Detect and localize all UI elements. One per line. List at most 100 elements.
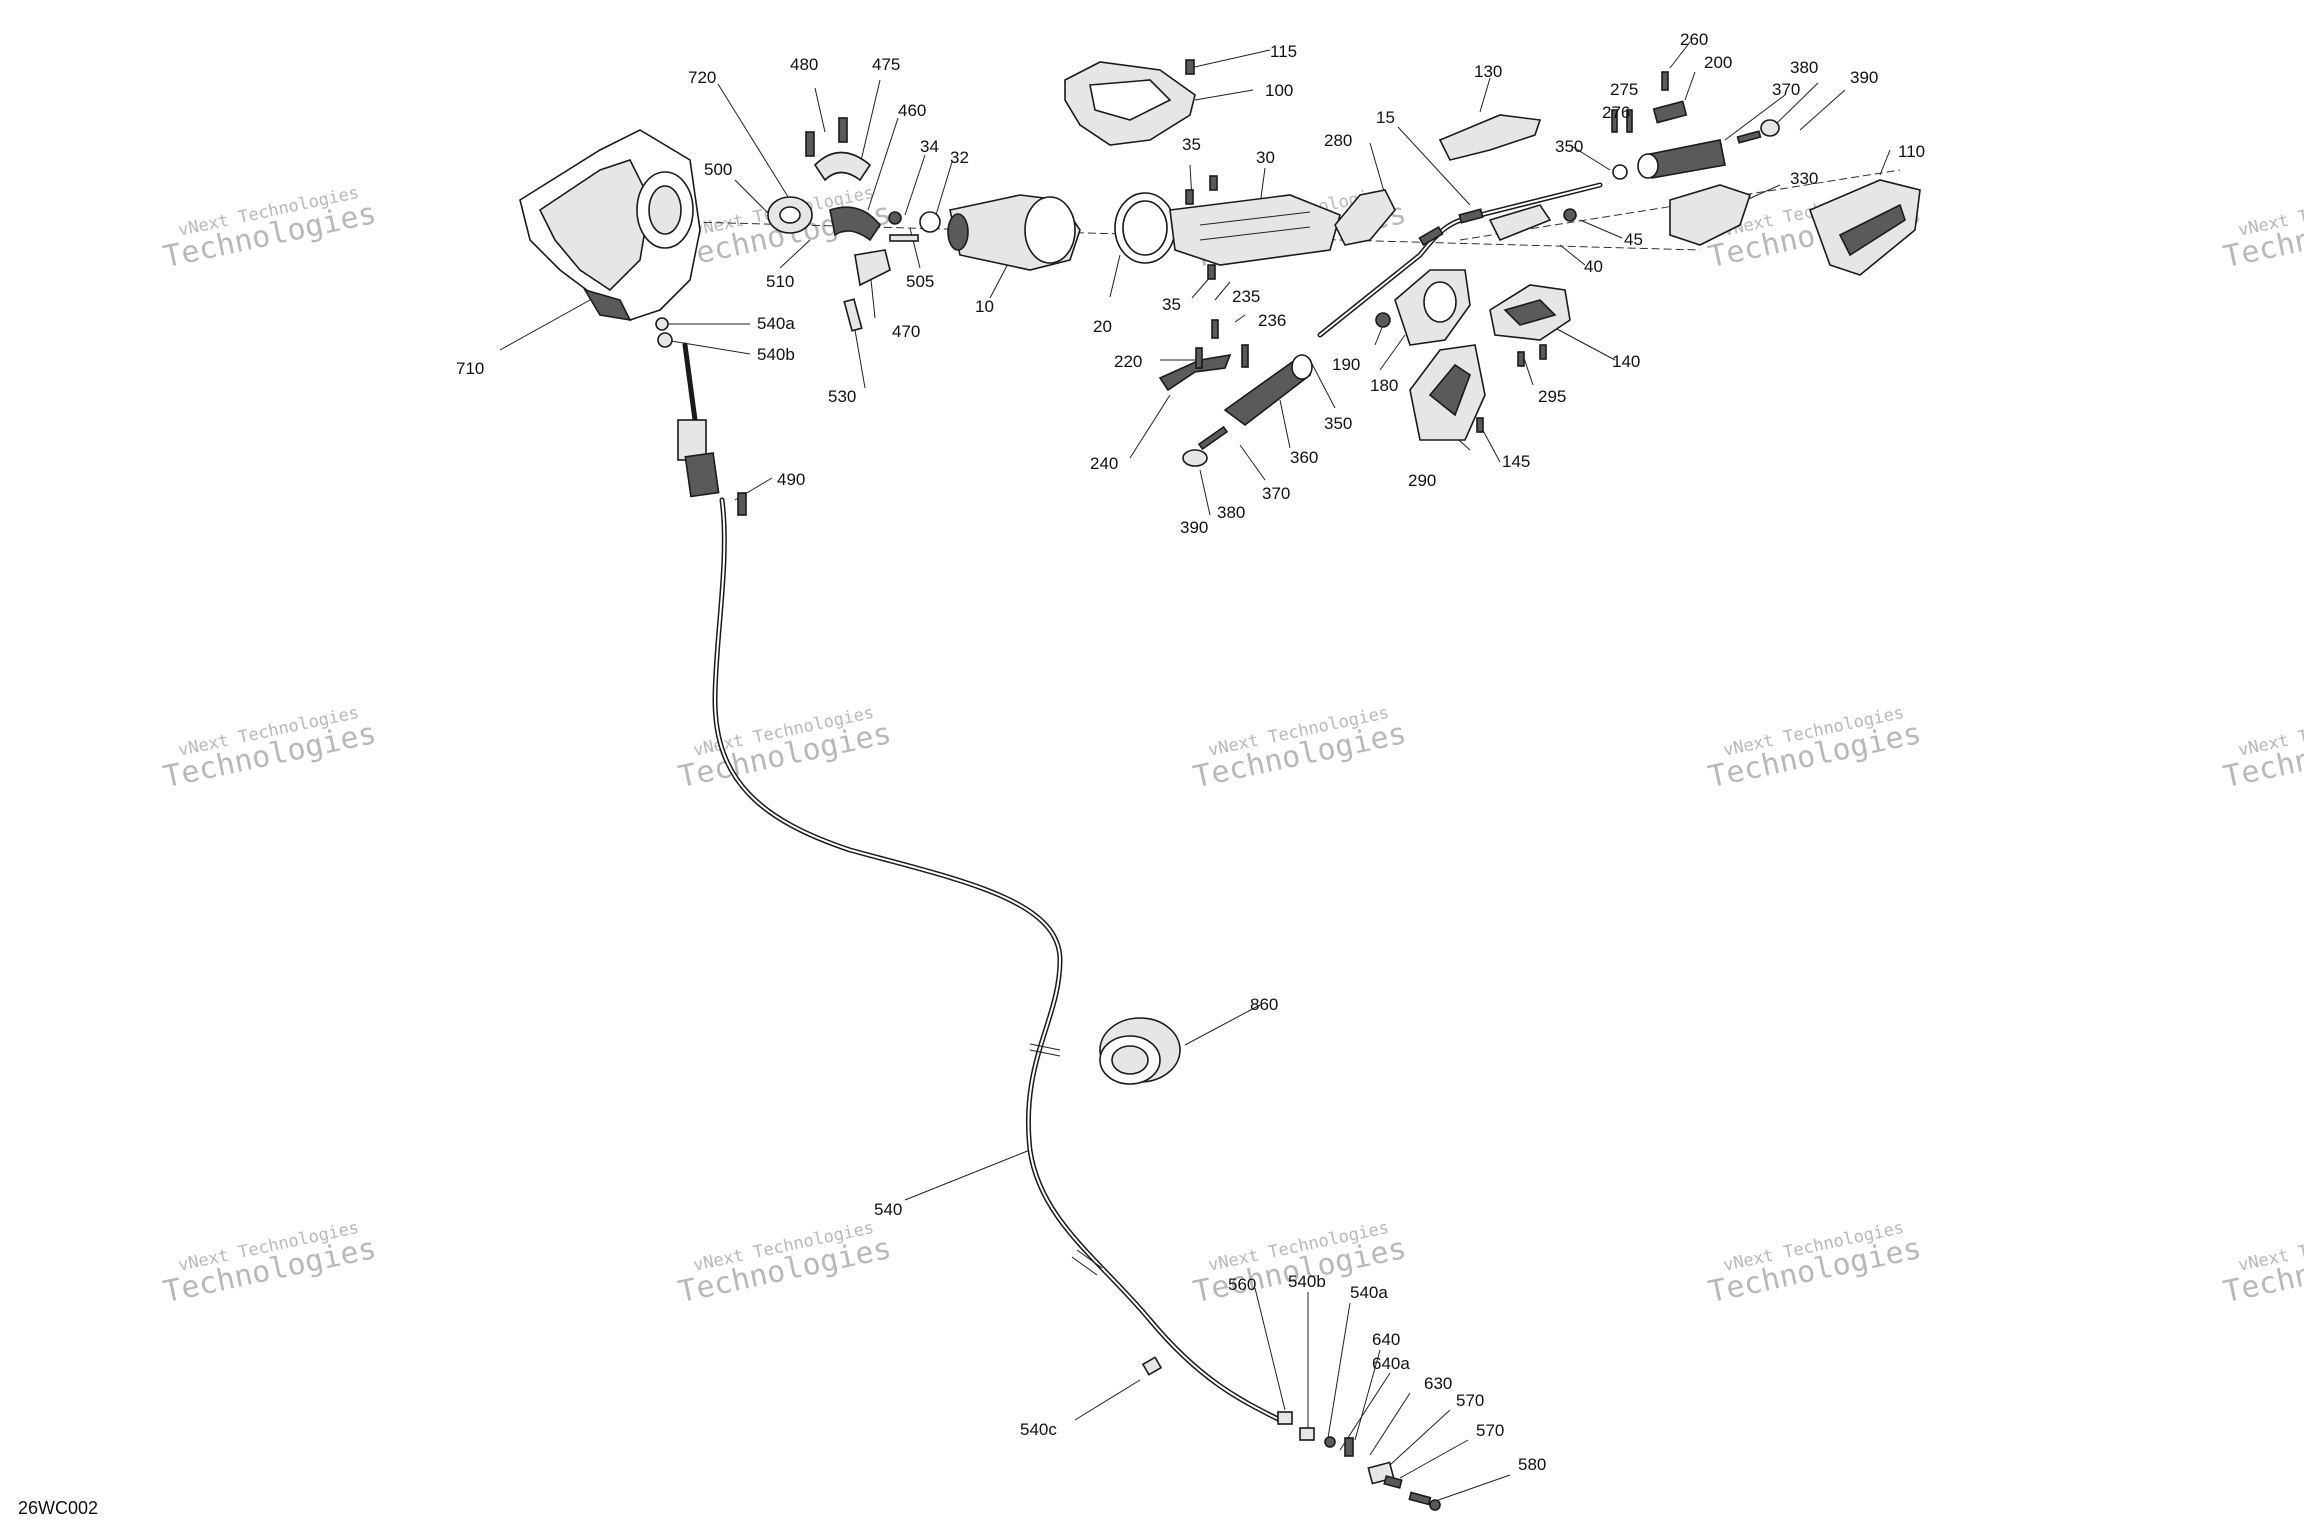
callout-235: 235 [1232, 287, 1260, 306]
switch-140 [1489, 284, 1571, 341]
callout-100: 100 [1265, 81, 1293, 100]
grip-end-380-390-370-left [1182, 425, 1229, 467]
fastener-490 [737, 492, 747, 516]
callout-110: 110 [1898, 142, 1925, 161]
callout-15: 15 [1376, 108, 1395, 127]
parts-275-276 [1611, 109, 1633, 133]
callout-490: 490 [777, 470, 805, 489]
callout-290: 290 [1408, 471, 1436, 490]
parts-350-380-390-right [1612, 119, 1780, 180]
cover-330 [1669, 184, 1752, 246]
callout-710: 710 [456, 359, 484, 378]
screws-35 [1185, 175, 1218, 280]
callout-540a-bottom: 540a [1350, 1283, 1388, 1302]
part-470 [854, 249, 891, 287]
svg-text:Technologies: Technologies [2220, 196, 2304, 275]
part-540a-540b-top [655, 317, 673, 348]
part-860 [1099, 1017, 1181, 1085]
callout-540a-top: 540a [757, 314, 795, 333]
callout-35b: 35 [1162, 295, 1181, 314]
clamp-40-45 [1488, 204, 1577, 242]
callout-236: 236 [1258, 311, 1286, 330]
screws-235-236 [1211, 319, 1249, 368]
callout-580: 580 [1518, 1455, 1546, 1474]
part-460 [829, 206, 881, 242]
bracket-710 [519, 129, 701, 322]
cable-end-parts [1141, 1356, 1441, 1511]
callout-500: 500 [704, 160, 732, 179]
callout-860: 860 [1250, 995, 1278, 1014]
small-parts-32-34-505 [888, 211, 941, 242]
callout-130: 130 [1474, 62, 1502, 81]
callout-505: 505 [906, 272, 934, 291]
callout-370a: 370 [1262, 484, 1290, 503]
callout-260: 260 [1680, 30, 1708, 49]
callout-350b: 350 [1555, 137, 1583, 156]
callout-380b: 380 [1790, 58, 1818, 77]
callout-45: 45 [1624, 230, 1643, 249]
callout-390b: 390 [1850, 68, 1878, 87]
callout-475: 475 [872, 55, 900, 74]
cable-540 [677, 342, 1283, 1423]
ring-20 [1114, 192, 1176, 264]
callout-330: 330 [1790, 169, 1818, 188]
screws-295 [1517, 344, 1547, 367]
body-30 [1169, 194, 1341, 266]
callout-640a: 640a [1372, 1354, 1410, 1373]
housing-290 [1409, 344, 1486, 441]
callout-200: 200 [1704, 53, 1732, 72]
callout-570a: 570 [1456, 1391, 1484, 1410]
leader-lines [499, 41, 1891, 1504]
callout-560: 560 [1228, 1275, 1256, 1294]
callout-510: 510 [766, 272, 794, 291]
part-280 [1334, 189, 1396, 246]
svg-text:Technologies: Technologies [2220, 1231, 2304, 1310]
callout-240: 240 [1090, 454, 1118, 473]
handlebar-15 [1317, 182, 1603, 338]
part-475 [813, 151, 872, 182]
housing-180-190 [1375, 269, 1471, 346]
callout-34: 34 [920, 137, 939, 156]
svg-text:Technologies: Technologies [2220, 716, 2304, 795]
callout-570b: 570 [1476, 1421, 1504, 1440]
callout-32: 32 [950, 148, 969, 167]
callout-275: 275 [1610, 80, 1638, 99]
lever-240-220 [1158, 347, 1232, 392]
callout-630: 630 [1424, 1374, 1452, 1393]
callout-540: 540 [874, 1200, 902, 1219]
callout-390a: 390 [1180, 518, 1208, 537]
callout-370b: 370 [1772, 80, 1800, 99]
callout-540c: 540c [1020, 1420, 1057, 1439]
part-500 [767, 196, 813, 234]
callout-460: 460 [898, 101, 926, 120]
callout-35a: 35 [1182, 135, 1201, 154]
callout-470: 470 [892, 322, 920, 341]
guard-110 [1808, 179, 1921, 276]
callout-540b-top: 540b [757, 345, 795, 364]
part-200-260 [1652, 71, 1688, 124]
grip-right-370 [1637, 139, 1726, 179]
screw-115 [1185, 59, 1195, 75]
callout-190: 190 [1332, 355, 1360, 374]
callout-720: 720 [688, 68, 716, 87]
callout-labels: 480 475 720 460 34 32 500 510 505 470 53… [456, 30, 1925, 1474]
callout-20: 20 [1093, 317, 1112, 336]
callout-280: 280 [1324, 131, 1352, 150]
diagram-code: 26WC002 [18, 1498, 98, 1518]
callout-480: 480 [790, 55, 818, 74]
callout-276: 276 [1602, 103, 1630, 122]
housing-10 [947, 194, 1081, 271]
grip-360-left [1223, 354, 1313, 427]
